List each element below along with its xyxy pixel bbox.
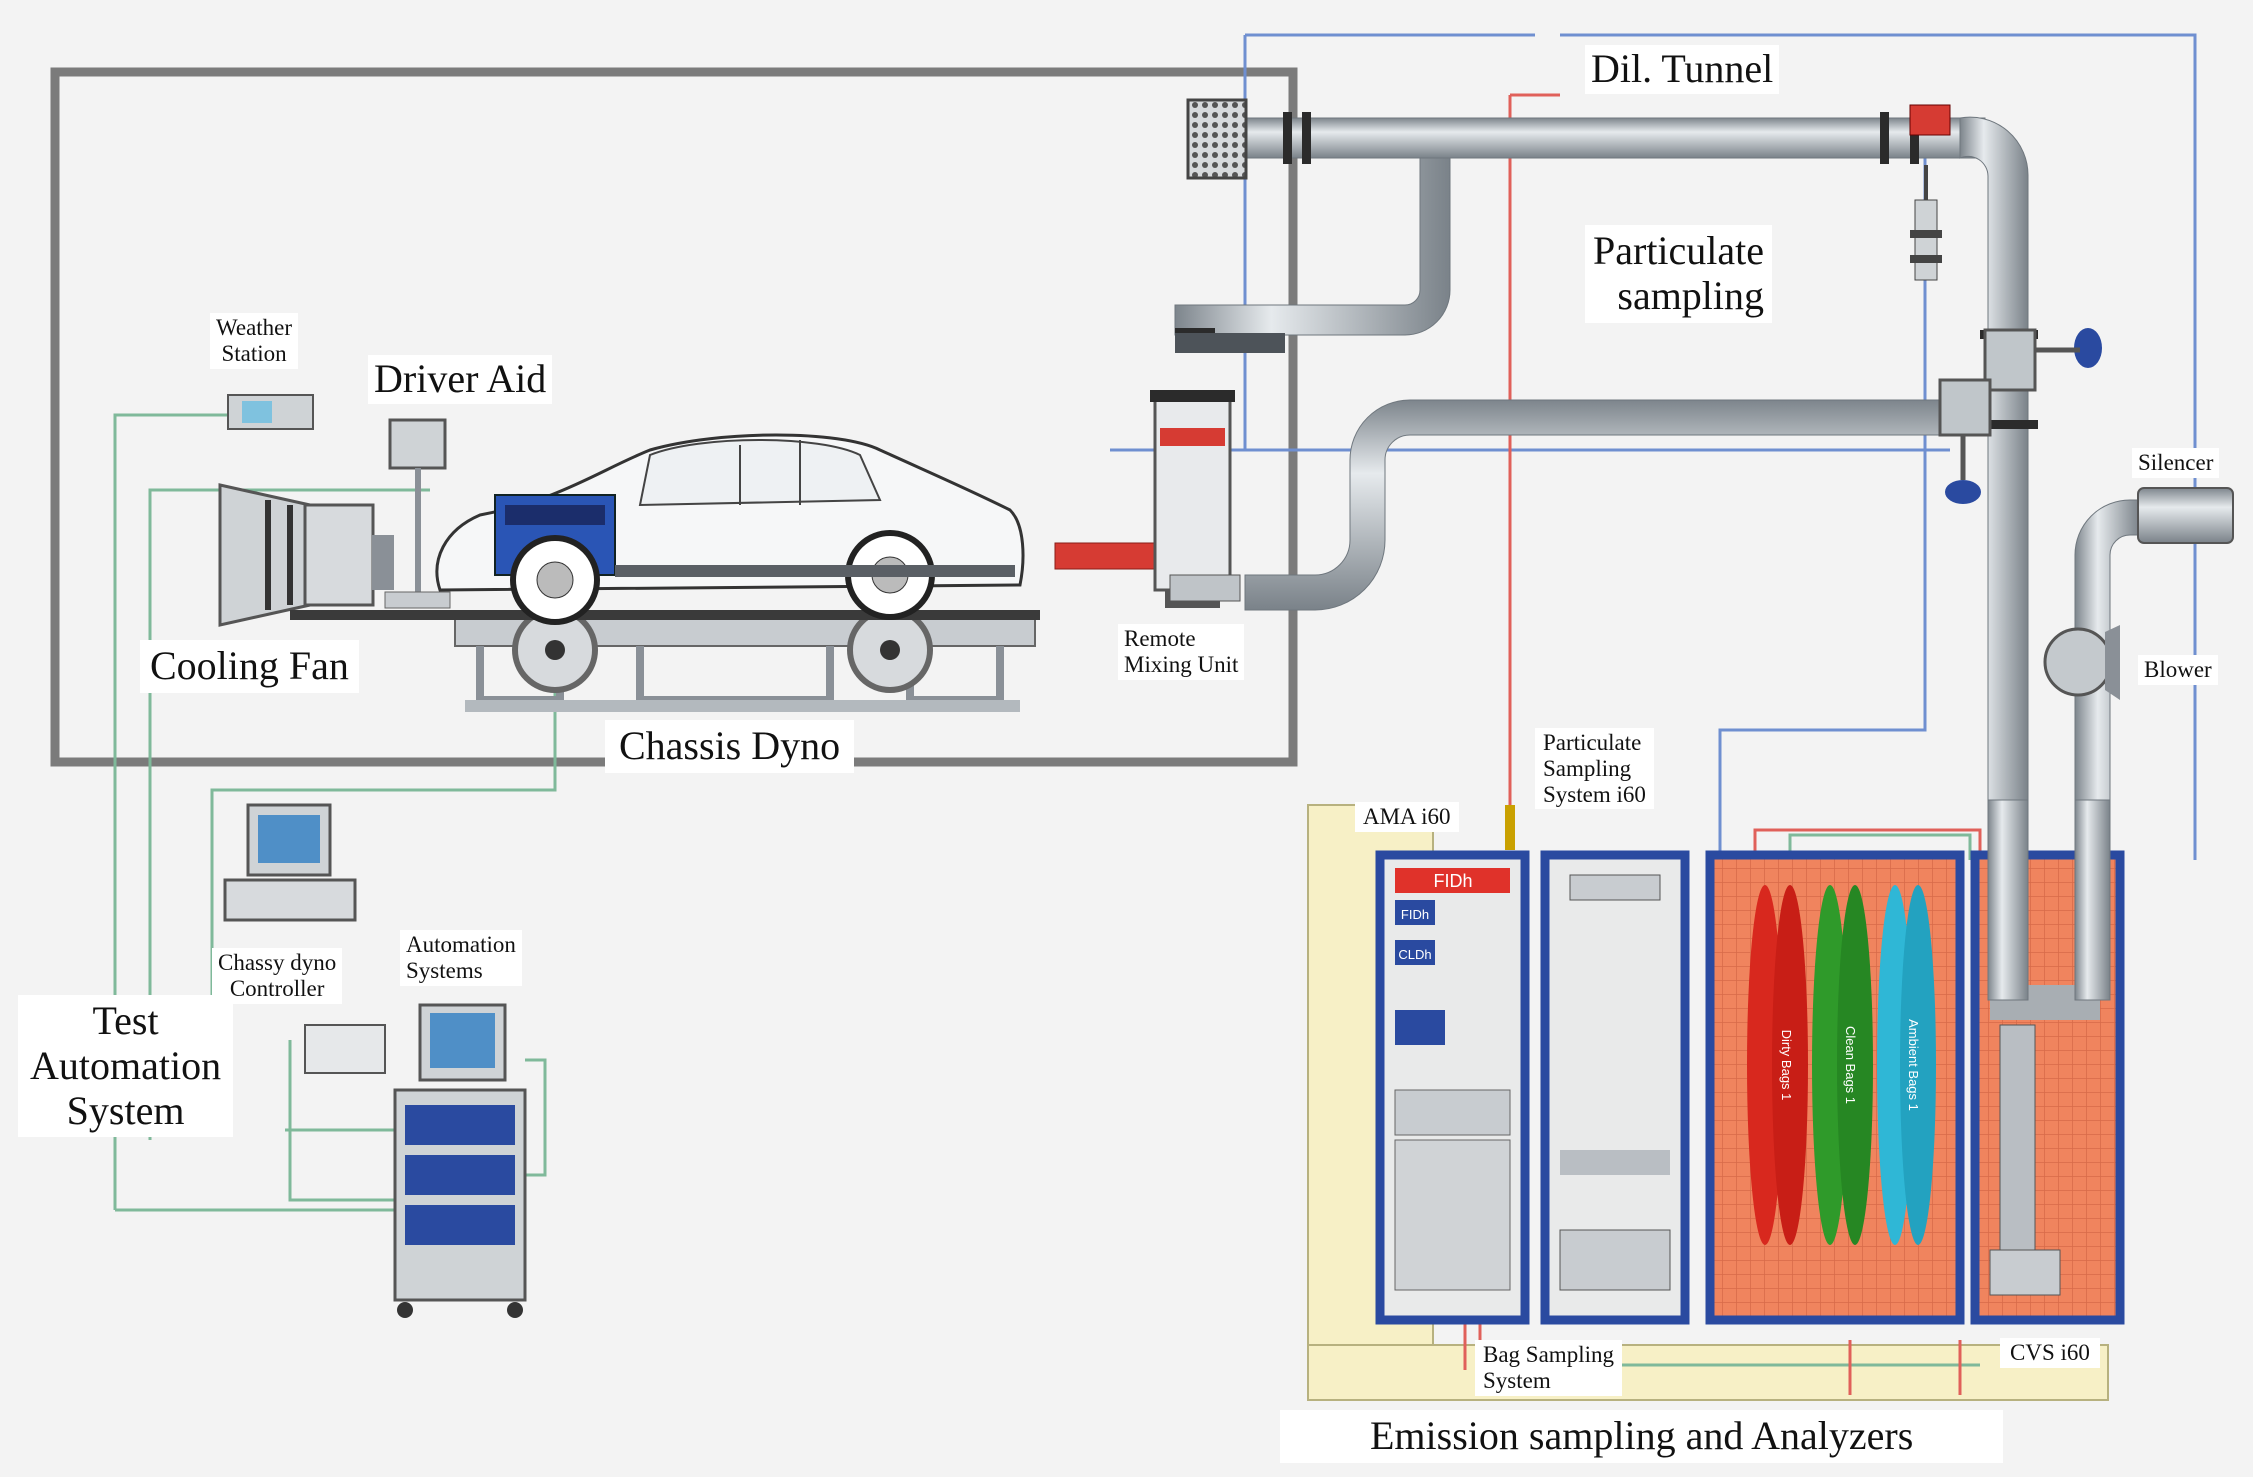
particulate-sampling-line1: Particulate (1593, 228, 1765, 273)
cooling-fan-label: Cooling Fan (140, 640, 359, 693)
tas-line3: System (66, 1087, 185, 1133)
automation-line2: Systems (406, 957, 483, 983)
controller-line2: Controller (229, 975, 325, 1001)
fid-top-label: FIDh (1433, 871, 1472, 891)
mixing-branch-pipe (1174, 157, 1451, 336)
driver-aid-label: Driver Aid (368, 355, 553, 404)
remote-mixing-line2: Mixing Unit (1124, 651, 1239, 677)
pss-line2: Sampling (1543, 755, 1632, 781)
remote-mixing-unit-label: Remote Mixing Unit (1118, 624, 1245, 680)
remote-mixing-unit-drawing (1150, 390, 1241, 608)
automation-station-drawing (304, 1003, 527, 1318)
bag-sampling-line2: System (1483, 1367, 1551, 1393)
particulate-sampling-label: Particulate sampling (1585, 225, 1773, 323)
emissions-enclosure-base (1307, 1344, 2109, 1401)
tas-line2: Automation (30, 1042, 222, 1088)
weather-station-label: Weather Station (210, 313, 299, 369)
bag-sampling-line1: Bag Sampling (1483, 1342, 1614, 1367)
chassis-dyno-drawing (290, 607, 1040, 712)
cvs-label: CVS i60 (2000, 1338, 2100, 1368)
cooling-fan-drawing (218, 483, 394, 627)
bag-ambient-label: Ambient Bags 1 (1906, 1019, 1921, 1111)
cld-label: CLDh (1398, 947, 1431, 962)
weather-station-line2: Station (221, 340, 287, 366)
dilution-tunnel-elbow (1959, 116, 2029, 861)
valve-handles (1938, 328, 2102, 504)
fid2-label: FIDh (1401, 907, 1429, 922)
blower-pipe-into-cvs (2074, 799, 2111, 1001)
dilution-tunnel-pipe (1244, 117, 1986, 159)
pss-rack-drawing (1540, 850, 1690, 1325)
branch-end-stub (1175, 333, 1285, 353)
tailpipe-connector (1054, 542, 1171, 570)
bag-dirty-label: Dirty Bags 1 (1779, 1030, 1794, 1101)
cvs-inlet-pipe (1987, 799, 2029, 1001)
dyno-controller-drawing (223, 803, 357, 922)
weather-station-line1: Weather (216, 315, 293, 340)
car-drawing (435, 433, 1025, 625)
blower-drawing (2043, 627, 2113, 697)
bag-clean-label: Clean Bags 1 (1843, 1026, 1858, 1104)
pss-line3: System i60 (1543, 781, 1646, 807)
bag-cabinet-drawing (1705, 850, 1965, 1325)
bag-sampling-system-label: Bag Sampling System (1475, 1340, 1622, 1396)
driver-aid-drawing (388, 418, 447, 470)
controller-line1: Chassy dyno (218, 950, 337, 975)
emission-sampling-label: Emission sampling and Analyzers (1280, 1410, 2004, 1463)
intake-filter (1186, 98, 1248, 180)
chassy-dyno-controller-label: Chassy dyno Controller (212, 948, 343, 1004)
dil-tunnel-label: Dil. Tunnel (1585, 45, 1780, 94)
silencer-label: Silencer (2132, 448, 2220, 478)
pss-line1: Particulate (1543, 730, 1642, 755)
tas-line1: Test (92, 998, 159, 1043)
chassis-dyno-label: Chassis Dyno (605, 720, 855, 773)
blower-label: Blower (2138, 655, 2218, 685)
silencer-drawing (2137, 487, 2234, 544)
exhaust-transfer-pipe (1244, 399, 1991, 611)
particulate-sampler-drawing (1909, 104, 1951, 281)
test-automation-system-label: Test Automation System (18, 995, 234, 1138)
particulate-sampling-line2: sampling (1617, 272, 1765, 318)
particulate-sampling-system-label: Particulate Sampling System i60 (1535, 728, 1654, 810)
ama-label: AMA i60 (1355, 802, 1459, 832)
remote-mixing-line1: Remote (1124, 626, 1196, 651)
automation-systems-label: Automation Systems (400, 930, 522, 986)
ama-rack-drawing (1375, 805, 1530, 1325)
automation-line1: Automation (406, 932, 516, 957)
